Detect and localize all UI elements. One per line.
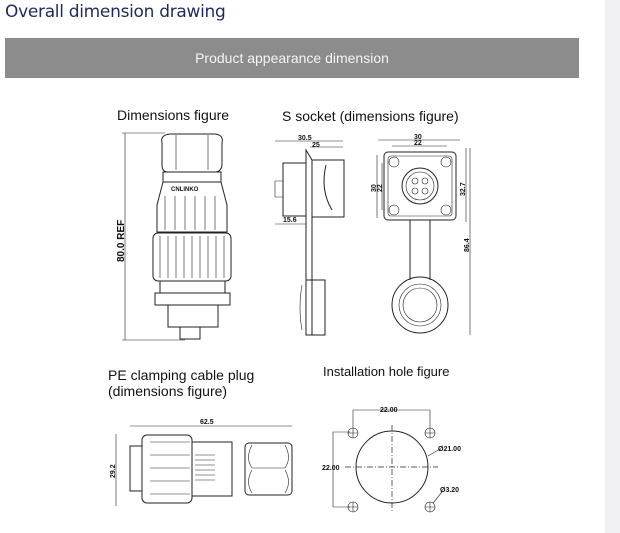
hole-dim-big-diameter: Ø21.00 [438,446,461,453]
socket-dim-30-top: 30 [414,134,422,141]
hole-drawing: 22.00 22.00 Ø21.00 Ø3.20 [322,407,461,513]
hole-dim-vertical: 22.00 [322,465,340,472]
socket-front-drawing: 30 22 30 22 32.7 86.4 [371,134,471,335]
svg-text:CNLINKO: CNLINKO [171,187,199,193]
plug-height-dim: 80.0 REF [116,220,127,262]
hole-dim-small-diameter: Ø3.20 [440,487,459,494]
section-title: Overall dimension drawing [5,2,226,22]
socket-dim-32-7: 32.7 [460,182,467,196]
pe-plug-drawing: 62.5 29.2 [110,419,293,506]
socket-dim-30-5: 30.5 [298,135,312,142]
hole-figure-label: Installation hole figure [323,364,450,379]
section-banner: Product appearance dimension [5,38,579,78]
socket-dim-15-6: 15.6 [283,217,297,224]
socket-dim-22-side: 22 [377,184,384,192]
socket-side-drawing: 30.5 25 15.6 [274,135,345,336]
socket-figure-label: S socket (dimensions figure) [282,108,459,124]
pe-plug-label-line2: (dimensions figure) [108,383,228,399]
socket-dim-22-top: 22 [414,140,422,147]
socket-dim-25: 25 [312,142,320,149]
socket-dim-86-4: 86.4 [464,238,471,252]
page-scroll-gutter [605,0,620,533]
pe-plug-label-line1: PE clamping cable plug [108,367,255,383]
pe-plug-height-dim: 29.2 [110,464,117,478]
socket-dim-30-side: 30 [371,184,378,192]
plug-figure-label: Dimensions figure [117,107,230,123]
plug-drawing: 80.0 REF CNLINKO [116,132,232,341]
pe-plug-length-dim: 62.5 [200,419,214,426]
hole-dim-horizontal: 22.00 [380,407,398,414]
